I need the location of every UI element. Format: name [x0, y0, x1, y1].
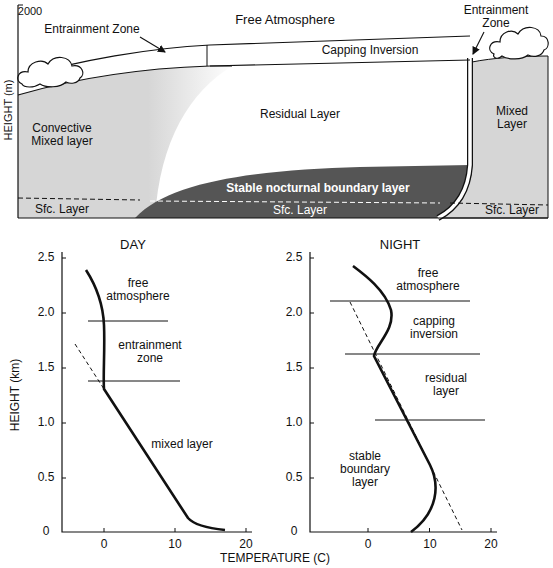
tick-label: 1.5 — [38, 361, 55, 374]
region-label: Convective Mixed layer — [22, 122, 102, 148]
tick-label: 0 — [43, 525, 50, 538]
tick-label: 20 — [484, 538, 497, 551]
leader-arrow — [473, 32, 484, 54]
axes — [62, 252, 252, 532]
night-profile-chart — [310, 252, 497, 532]
surface-layer-top — [150, 201, 440, 203]
dry-adiabat — [75, 344, 104, 389]
region-label: Stable nocturnal boundary layer — [226, 182, 409, 195]
entrainment-band-right-fill — [438, 58, 470, 218]
cloud — [18, 57, 83, 87]
entrainment-band-right — [438, 58, 470, 218]
ticks — [62, 258, 246, 532]
ticks — [310, 258, 491, 532]
axis-title: TEMPERATURE (C) — [220, 552, 330, 565]
layer-divider — [88, 381, 180, 382]
temperature-profile — [353, 266, 436, 532]
tick-label: 0 — [365, 538, 372, 551]
layer-divider — [330, 301, 470, 302]
separator — [207, 45, 208, 66]
layer-label: residual layer — [419, 372, 474, 398]
region-label: Entrainment Zone — [459, 4, 534, 30]
region-label: Entrainment Zone — [44, 23, 139, 36]
layer-label: entrainment zone — [113, 339, 188, 365]
stable-nocturnal-layer — [135, 165, 470, 218]
cloud — [490, 27, 548, 58]
tick-label: 10 — [168, 538, 181, 551]
layer-label: capping inversion — [404, 315, 464, 341]
height-axis — [17, 5, 18, 218]
tick-label: 0.5 — [286, 471, 303, 484]
layer-divider — [375, 420, 485, 421]
region-label: Sfc. Layer — [485, 204, 539, 217]
layer-divider — [88, 321, 168, 322]
layer-divider — [345, 354, 480, 355]
tick-label: 1.0 — [38, 416, 55, 429]
boundary-layer-cross-section — [18, 5, 548, 218]
tick-label: 2.0 — [38, 306, 55, 319]
tick-label: 1.0 — [286, 416, 303, 429]
mixed-layer-right — [440, 56, 548, 218]
region-label: Sfc. Layer — [35, 203, 89, 216]
layer-label: stable boundary layer — [335, 450, 395, 490]
layer-label: free atmosphere — [103, 277, 173, 303]
region-label: Mixed Layer — [487, 105, 537, 131]
tick-label: 2.0 — [286, 306, 303, 319]
leader-arrow — [140, 37, 165, 52]
tick-label: 10 — [423, 538, 436, 551]
tick-label: 2.5 — [38, 251, 55, 264]
layer-label: mixed layer — [151, 438, 212, 451]
tick-label: 0.5 — [38, 471, 55, 484]
axis-title: HEIGHT (m) — [2, 80, 14, 141]
surface-layer-top — [18, 198, 140, 200]
tick-label: 20 — [239, 538, 252, 551]
tick-label: 0 — [291, 525, 298, 538]
layer-label: free atmosphere — [393, 267, 463, 293]
region-label: Residual Layer — [260, 108, 340, 121]
region-label: Sfc. Layer — [273, 204, 327, 217]
tick-label: 1.5 — [286, 361, 303, 374]
capping-bottom — [210, 60, 470, 66]
region-label: Free Atmosphere — [235, 13, 335, 27]
panel-title: NIGHT — [380, 238, 420, 252]
capping-top — [18, 36, 470, 78]
axis-title: HEIGHT (km) — [9, 359, 22, 431]
tick-label: 2.5 — [286, 251, 303, 264]
day-profile-chart — [62, 252, 252, 532]
tick-label: 0 — [101, 538, 108, 551]
region-label: Capping Inversion — [322, 44, 419, 57]
axis-value: 2000 — [18, 5, 42, 17]
axes — [310, 252, 497, 532]
ground-line — [18, 217, 548, 218]
temperature-profile — [86, 270, 225, 530]
panel-title: DAY — [120, 238, 146, 252]
